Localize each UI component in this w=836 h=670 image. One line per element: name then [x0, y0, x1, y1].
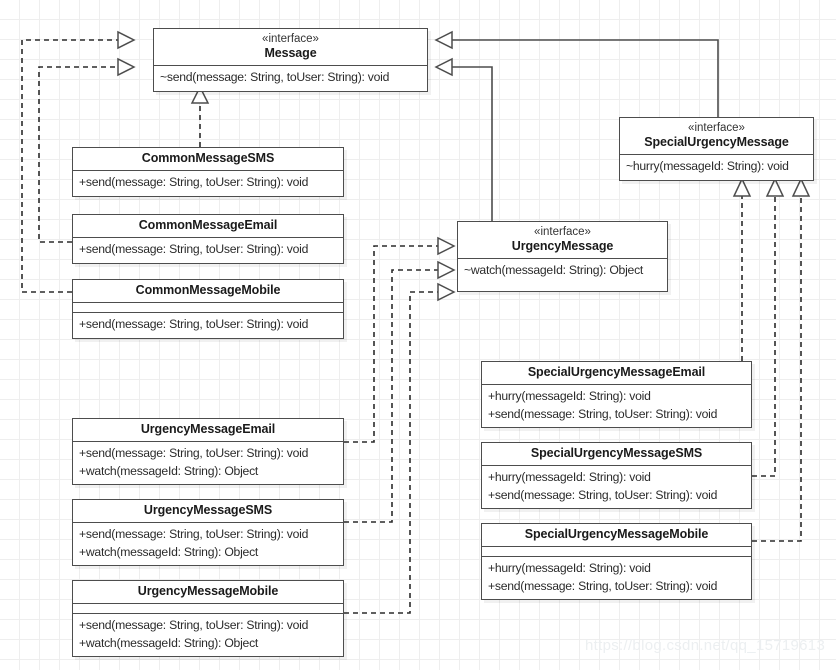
uml-class-urgency-message-email[interactable]: UrgencyMessageEmail +send(message: String…: [72, 418, 344, 485]
class-name-special-urgency-message-sms: SpecialUrgencyMessageSMS: [530, 446, 703, 460]
operations-compartment-message: ~send(message: String, toUser: String): …: [154, 65, 427, 90]
edge-common-message-mobile-to-message: [21, 30, 136, 293]
edge-common-message-email-to-message: [38, 57, 136, 243]
class-name-message: Message: [264, 46, 317, 61]
class-name-special-urgency-message-mobile: SpecialUrgencyMessageMobile: [524, 527, 709, 541]
empty-attributes-compartment-common-message-mobile: [73, 302, 343, 312]
operation-row: +watch(messageId: String): Object: [79, 635, 259, 650]
class-name-urgency-message: UrgencyMessage: [511, 239, 614, 254]
edge-special-urgency-message-mobile-to-special-urgency-message: [752, 177, 811, 542]
operation-row: ~send(message: String, toUser: String): …: [160, 70, 390, 85]
operations-compartment-common-message-sms: +send(message: String, toUser: String): …: [73, 170, 343, 195]
operation-row: +send(message: String, toUser: String): …: [79, 618, 309, 633]
operations-compartment-urgency-message-mobile: +send(message: String, toUser: String): …: [73, 613, 343, 656]
edge-special-urgency-message-sms-to-special-urgency-message: [752, 177, 785, 477]
operation-row: +send(message: String, toUser: String): …: [488, 578, 718, 593]
uml-class-special-urgency-message-sms[interactable]: SpecialUrgencyMessageSMS +hurry(messageId…: [481, 442, 752, 509]
uml-class-urgency-message-mobile[interactable]: UrgencyMessageMobile +send(message: Strin…: [72, 580, 344, 657]
operation-row: +watch(messageId: String): Object: [79, 544, 259, 559]
class-header-special-urgency-message-sms: SpecialUrgencyMessageSMS: [482, 443, 751, 465]
class-header-message: «interface»Message: [154, 29, 427, 65]
stereotype-label-special-urgency-message: «interface»: [688, 122, 745, 134]
operations-compartment-special-urgency-message-email: +hurry(messageId: String): void +send(mes…: [482, 384, 751, 427]
edge-urgency-message-mobile-to-urgency-message: [344, 282, 456, 614]
class-name-special-urgency-message: SpecialUrgencyMessage: [644, 135, 789, 150]
class-name-common-message-email: CommonMessageEmail: [138, 218, 278, 232]
class-name-special-urgency-message-email: SpecialUrgencyMessageEmail: [527, 365, 706, 379]
stereotype-label-message: «interface»: [262, 33, 319, 45]
class-header-urgency-message-sms: UrgencyMessageSMS: [73, 500, 343, 522]
uml-class-common-message-email[interactable]: CommonMessageEmail +send(message: String,…: [72, 214, 344, 264]
class-name-common-message-mobile: CommonMessageMobile: [135, 283, 281, 297]
operations-compartment-common-message-email: +send(message: String, toUser: String): …: [73, 237, 343, 262]
operations-compartment-special-urgency-message: ~hurry(messageId: String): void: [620, 154, 813, 179]
uml-class-common-message-sms[interactable]: CommonMessageSMS +send(message: String, t…: [72, 147, 344, 197]
operation-row: +send(message: String, toUser: String): …: [488, 487, 718, 502]
operations-compartment-urgency-message: ~watch(messageId: String): Object: [458, 258, 667, 283]
uml-class-special-urgency-message[interactable]: «interface»SpecialUrgencyMessage ~hurry(m…: [619, 117, 814, 181]
stereotype-label-urgency-message: «interface»: [534, 226, 591, 238]
watermark-text: https://blog.csdn.net/qq_15719613: [585, 637, 826, 654]
edge-special-urgency-message-to-message: [434, 30, 719, 117]
edge-urgency-message-to-message: [434, 57, 493, 221]
class-header-urgency-message-email: UrgencyMessageEmail: [73, 419, 343, 441]
class-name-urgency-message-email: UrgencyMessageEmail: [140, 422, 276, 436]
uml-class-common-message-mobile[interactable]: CommonMessageMobile +send(message: String…: [72, 279, 344, 339]
edge-urgency-message-sms-to-urgency-message: [344, 260, 456, 523]
operation-row: +send(message: String, toUser: String): …: [488, 406, 718, 421]
class-header-special-urgency-message: «interface»SpecialUrgencyMessage: [620, 118, 813, 154]
class-name-urgency-message-mobile: UrgencyMessageMobile: [137, 584, 279, 598]
uml-class-message[interactable]: «interface»Message ~send(message: String,…: [153, 28, 428, 92]
class-header-common-message-sms: CommonMessageSMS: [73, 148, 343, 170]
operations-compartment-common-message-mobile: +send(message: String, toUser: String): …: [73, 312, 343, 337]
operation-row: ~hurry(messageId: String): void: [626, 159, 789, 174]
class-header-special-urgency-message-mobile: SpecialUrgencyMessageMobile: [482, 524, 751, 546]
operations-compartment-special-urgency-message-mobile: +hurry(messageId: String): void +send(mes…: [482, 556, 751, 599]
edge-common-message-sms-to-message: [190, 85, 210, 147]
class-name-common-message-sms: CommonMessageSMS: [141, 151, 275, 165]
empty-attributes-compartment-special-urgency-message-mobile: [482, 546, 751, 556]
operation-row: +hurry(messageId: String): void: [488, 561, 651, 576]
class-header-special-urgency-message-email: SpecialUrgencyMessageEmail: [482, 362, 751, 384]
edge-urgency-message-email-to-urgency-message: [344, 236, 456, 443]
edge-special-urgency-message-email-to-special-urgency-message: [732, 177, 752, 361]
class-header-common-message-email: CommonMessageEmail: [73, 215, 343, 237]
operation-row: +hurry(messageId: String): void: [488, 470, 651, 485]
class-name-urgency-message-sms: UrgencyMessageSMS: [143, 503, 273, 517]
operation-row: +send(message: String, toUser: String): …: [79, 242, 309, 257]
uml-class-urgency-message[interactable]: «interface»UrgencyMessage ~watch(messageI…: [457, 221, 668, 292]
operation-row: +send(message: String, toUser: String): …: [79, 317, 309, 332]
uml-class-urgency-message-sms[interactable]: UrgencyMessageSMS +send(message: String, …: [72, 499, 344, 566]
operation-row: +send(message: String, toUser: String): …: [79, 175, 309, 190]
empty-attributes-compartment-urgency-message-mobile: [73, 603, 343, 613]
operation-row: +hurry(messageId: String): void: [488, 389, 651, 404]
operation-row: +send(message: String, toUser: String): …: [79, 527, 309, 542]
operations-compartment-urgency-message-sms: +send(message: String, toUser: String): …: [73, 522, 343, 565]
operations-compartment-special-urgency-message-sms: +hurry(messageId: String): void +send(mes…: [482, 465, 751, 508]
class-header-urgency-message: «interface»UrgencyMessage: [458, 222, 667, 258]
operation-row: ~watch(messageId: String): Object: [464, 263, 644, 278]
uml-class-special-urgency-message-mobile[interactable]: SpecialUrgencyMessageMobile +hurry(messag…: [481, 523, 752, 600]
uml-class-special-urgency-message-email[interactable]: SpecialUrgencyMessageEmail +hurry(message…: [481, 361, 752, 428]
operation-row: +watch(messageId: String): Object: [79, 463, 259, 478]
operation-row: +send(message: String, toUser: String): …: [79, 446, 309, 461]
operations-compartment-urgency-message-email: +send(message: String, toUser: String): …: [73, 441, 343, 484]
class-header-urgency-message-mobile: UrgencyMessageMobile: [73, 581, 343, 603]
class-header-common-message-mobile: CommonMessageMobile: [73, 280, 343, 302]
